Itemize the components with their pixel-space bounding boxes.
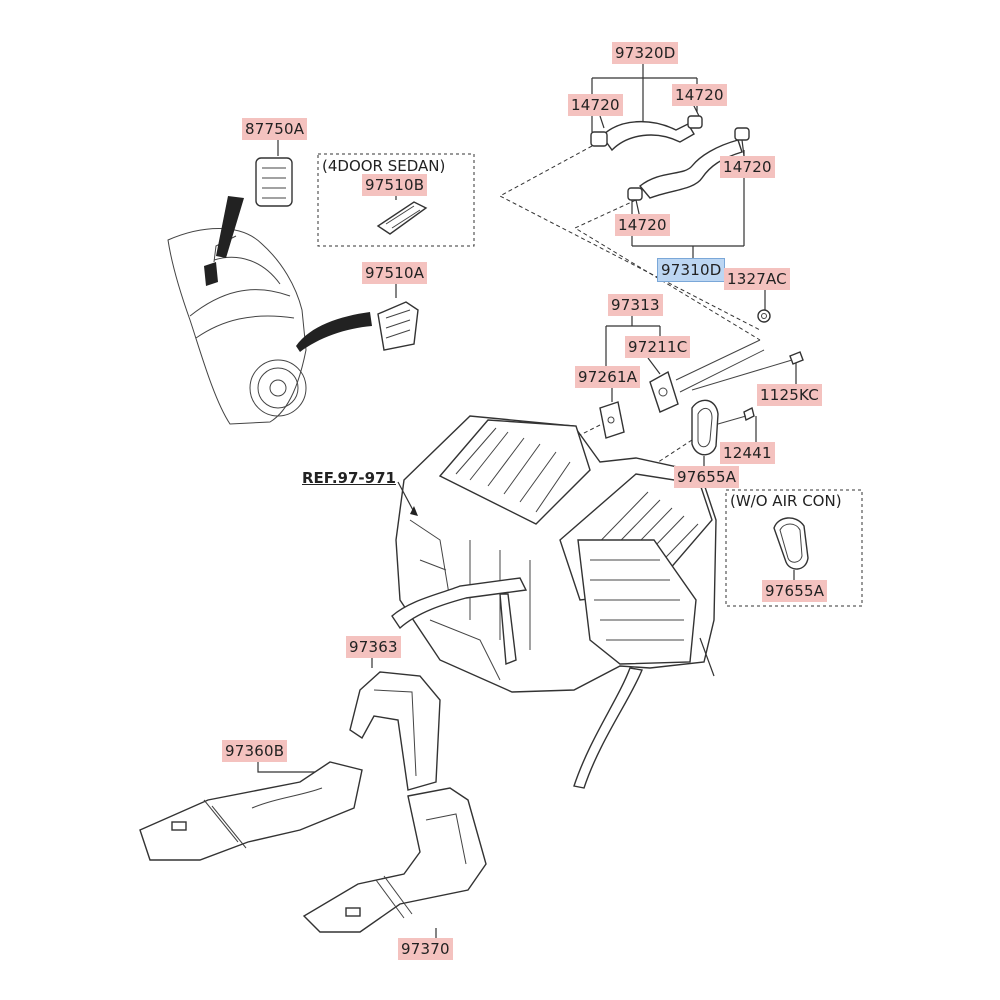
pointer-arrow — [216, 196, 244, 258]
label-1125KC[interactable]: 1125KC — [757, 384, 822, 406]
duct-97370 — [302, 787, 487, 938]
label-97655A[interactable]: 97655A — [674, 466, 740, 488]
label-87750A[interactable]: 87750A — [242, 118, 308, 140]
duct-97360B — [139, 761, 363, 861]
label-97211C[interactable]: 97211C — [625, 336, 691, 358]
label-97655A-alt[interactable]: 97655A — [762, 580, 828, 602]
label-97310D[interactable]: 97310D — [657, 258, 726, 282]
label-1327AC[interactable]: 1327AC — [724, 268, 790, 290]
label-97261A[interactable]: 97261A — [575, 366, 641, 388]
label-14720-right[interactable]: 14720 — [720, 156, 775, 178]
wo-aircon-box — [725, 489, 863, 607]
label-97363[interactable]: 97363 — [346, 636, 401, 658]
sedan-box — [317, 153, 475, 247]
label-97510B[interactable]: 97510B — [362, 174, 428, 196]
mounting-hardware — [559, 290, 804, 471]
heater-hose-group — [498, 62, 761, 341]
pointer-wedge — [204, 262, 218, 286]
hvac-unit — [391, 415, 717, 789]
label-14720-upper-right[interactable]: 14720 — [672, 84, 727, 106]
label-14720-lower[interactable]: 14720 — [615, 214, 670, 236]
seal-alt — [773, 517, 809, 580]
duct-97363 — [349, 656, 441, 791]
vent-87750A — [255, 140, 293, 207]
label-97313[interactable]: 97313 — [608, 294, 663, 316]
note-wo-air-con: (W/O AIR CON) — [730, 492, 842, 510]
label-97360B[interactable]: 97360B — [222, 740, 288, 762]
car-outline — [167, 228, 307, 425]
label-12441[interactable]: 12441 — [720, 442, 775, 464]
label-97320D[interactable]: 97320D — [612, 42, 679, 64]
vent-97510B — [376, 194, 428, 235]
vent-97510A — [377, 284, 419, 351]
label-97370[interactable]: 97370 — [398, 938, 453, 960]
label-97510A[interactable]: 97510A — [362, 262, 428, 284]
note-4door-sedan: (4DOOR SEDAN) — [322, 157, 446, 175]
label-14720-upper-left[interactable]: 14720 — [568, 94, 623, 116]
pointer-arrow-2 — [296, 312, 372, 352]
reference-link[interactable]: REF.97-971 — [302, 469, 396, 487]
